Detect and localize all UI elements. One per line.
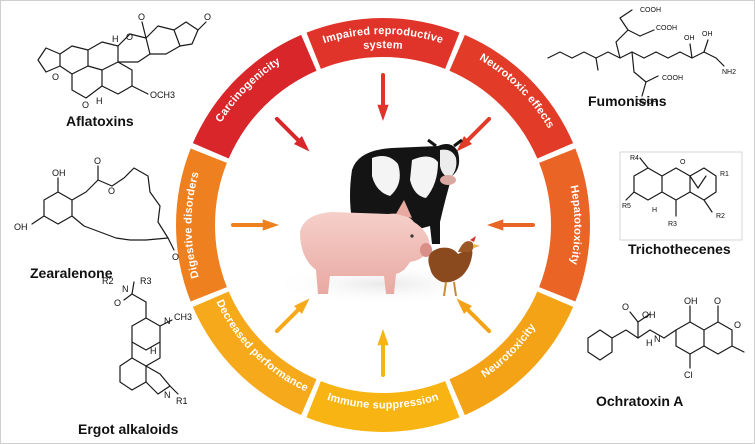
trichothecene-r1: R1 [720, 171, 729, 178]
ergot-alkaloids-structure: R2 N R3 O N CH3 H N R1 Ergot alkaloids [78, 276, 192, 437]
fumonisins-label: Fumonisins [588, 93, 667, 109]
effect-arrow-6 [231, 219, 279, 231]
aflatoxin-atom-h2: H [96, 96, 103, 106]
effect-label-text-0-line2: system [363, 39, 404, 52]
effect-label-text-2: Hepatotoxicity [567, 184, 583, 266]
effect-segment-6 [175, 148, 227, 302]
effect-label-2: Hepatotoxicity [567, 184, 583, 266]
aflatoxin-atom-o5: O [52, 72, 59, 82]
ergot-ch3: CH3 [174, 312, 192, 322]
ochratoxin-cl: Cl [684, 370, 693, 380]
trichothecene-r4: R4 [630, 155, 639, 162]
effect-arrows [231, 73, 535, 377]
trichothecene-o: O [680, 159, 686, 166]
ochratoxin-oh-acid: OH [642, 310, 656, 320]
chicken-illustration [428, 236, 480, 297]
effect-arrow-3 [456, 298, 492, 334]
fumonisins-structure: COOH COOH COOH COOH OH OH NH2 Fumonisins [547, 7, 736, 109]
fumonisin-cooh-1: COOH [640, 7, 661, 14]
aflatoxin-atom-o1: O [138, 12, 145, 22]
ergot-r2: R2 [102, 276, 114, 286]
aflatoxin-atom-och3: OCH3 [150, 90, 175, 100]
ochratoxin-label: Ochratoxin A [596, 393, 683, 409]
ergot-n-ring: N [164, 316, 171, 326]
zearalenone-o-2: O [108, 186, 115, 196]
ergot-h: H [150, 346, 157, 356]
effect-arrow-7 [274, 116, 310, 152]
ochratoxin-o-acid: O [622, 302, 629, 312]
ergot-r1: R1 [176, 396, 188, 406]
zearalenone-label: Zearalenone [30, 265, 113, 281]
fumonisin-nh2: NH2 [722, 69, 736, 76]
effect-segment-1 [449, 34, 574, 159]
pig-illustration [300, 200, 432, 294]
effect-label-0-line2: system [363, 39, 404, 52]
ochratoxin-o-ring: O [734, 320, 741, 330]
trichothecenes-label: Trichothecenes [628, 241, 731, 257]
zearalenone-o-3: O [172, 252, 179, 262]
effect-arrow-1 [456, 116, 492, 152]
effect-segment-7 [192, 34, 317, 159]
ochratoxin-structure: OH O OH O O H N Cl Ochratoxin A [587, 296, 745, 409]
effects-ring [175, 18, 590, 432]
ergot-alkaloids-label: Ergot alkaloids [78, 421, 179, 437]
zearalenone-ho: OH [14, 222, 28, 232]
aflatoxins-structure: O O O H H O O OCH3 Aflatoxins [37, 12, 211, 129]
trichothecenes-structure: R4 R5 R3 R2 R1 O H Trichothecenes [619, 151, 743, 257]
aflatoxin-atom-o4: O [82, 100, 89, 110]
zearalenone-oh-1: OH [52, 168, 66, 178]
ochratoxin-oh: OH [684, 296, 698, 306]
effect-segment-5 [192, 291, 317, 416]
aflatoxins-label: Aflatoxins [66, 113, 134, 129]
animals-illustration [271, 138, 495, 306]
ergot-n-amide: N [122, 284, 129, 294]
fumonisin-oh-2: OH [702, 31, 713, 38]
ergot-o: O [114, 298, 121, 308]
ochratoxin-o-lactone: O [714, 296, 721, 306]
ergot-n-indole: N [164, 390, 171, 400]
ergot-r3: R3 [140, 276, 152, 286]
fumonisin-oh-1: OH [684, 35, 695, 42]
effect-segment-0 [306, 18, 460, 69]
zearalenone-structure: OH OH O O O Zearalenone [14, 156, 179, 281]
fumonisin-cooh-4: COOH [636, 99, 657, 106]
ochratoxin-nh: H [646, 338, 653, 348]
zearalenone-o-1: O [94, 156, 101, 166]
trichothecene-h: H [652, 207, 657, 214]
fumonisin-cooh-2: COOH [656, 25, 677, 32]
effect-arrow-2 [487, 219, 535, 231]
effect-arrow-5 [274, 298, 310, 334]
trichothecene-r2: R2 [716, 213, 725, 220]
aflatoxin-atom-o2: O [204, 12, 211, 22]
effect-arrow-0 [377, 73, 389, 121]
aflatoxin-atom-o3: O [126, 32, 133, 42]
aflatoxin-atom-h1: H [112, 34, 119, 44]
ochratoxin-n: N [654, 334, 661, 344]
trichothecene-r5: R5 [622, 203, 631, 210]
effect-segment-2 [539, 148, 590, 302]
trichothecene-r3: R3 [668, 221, 677, 228]
effect-segment-4 [306, 381, 460, 432]
effect-arrow-4 [377, 329, 389, 377]
fumonisin-cooh-3: COOH [662, 75, 683, 82]
effect-segment-3 [449, 291, 574, 416]
